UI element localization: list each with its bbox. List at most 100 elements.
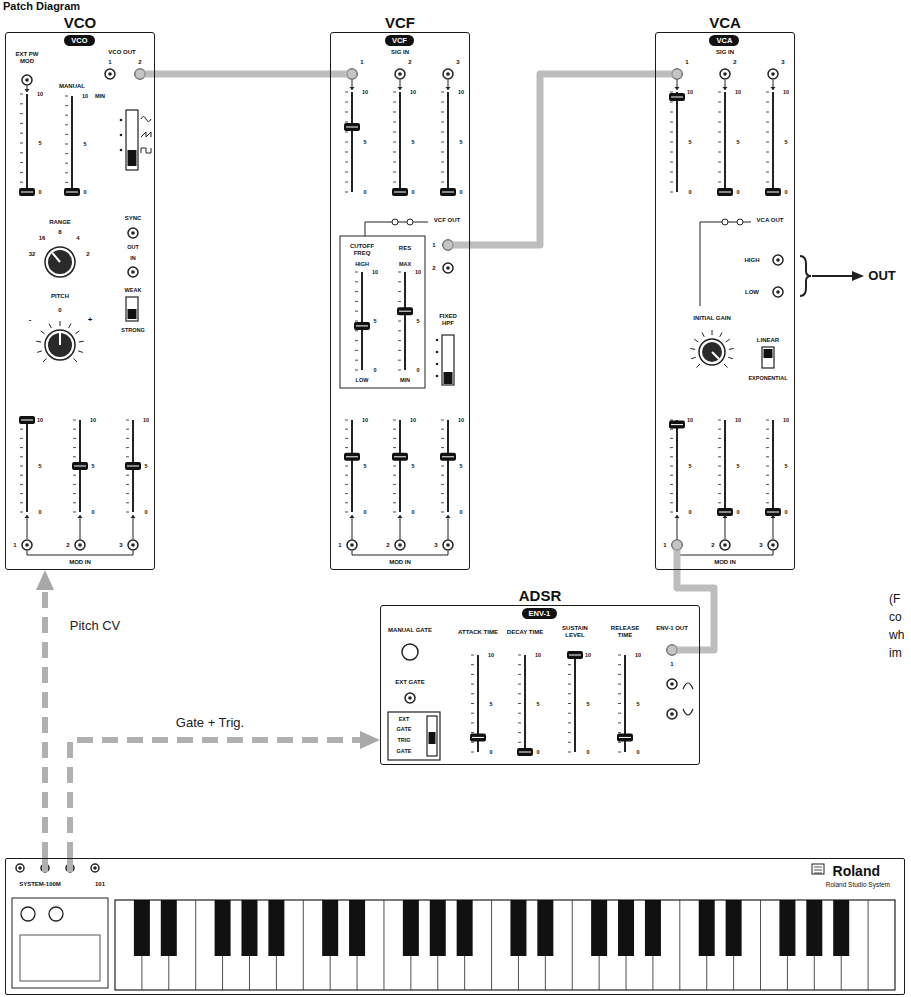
jack-socket: [720, 540, 730, 550]
slider-track: [404, 272, 406, 370]
slider-tick: [471, 684, 474, 685]
slider-tick: [345, 484, 348, 485]
slider-knob-mark: [394, 456, 406, 457]
jack-hole: [776, 290, 780, 294]
slider-track: [524, 655, 526, 752]
slider-tick: [355, 272, 358, 273]
brand-logo: Roland: [833, 863, 880, 879]
scale-number: 5: [784, 463, 787, 469]
slider-tick: [441, 484, 444, 485]
slider-tick: [355, 330, 358, 331]
scale-number: 5: [489, 700, 492, 706]
panel-label: 16: [39, 235, 46, 242]
slider-tick: [20, 94, 23, 95]
slider-tick: [345, 447, 348, 448]
slider-tick: [398, 340, 401, 341]
jack-hole: [670, 712, 674, 716]
slider-tick: [20, 113, 23, 114]
slider-tick: [618, 664, 621, 665]
slider-track: [676, 92, 678, 192]
signal-arrow-head: [771, 515, 776, 518]
jack-hole: [776, 258, 780, 262]
panel-label: 1: [13, 542, 16, 549]
slider-tick: [65, 124, 68, 125]
slider-tick: [345, 162, 348, 163]
slider-tick: [518, 713, 521, 714]
slider-knob: [354, 322, 370, 330]
jack-hole: [25, 543, 29, 547]
signal-arrow-head: [723, 515, 728, 518]
jack-socket: [22, 75, 32, 85]
panel-label: INITIAL GAIN: [693, 315, 731, 322]
module-badge: VCA: [709, 35, 739, 46]
jack-socket: [672, 69, 682, 79]
slider-tick: [718, 466, 721, 467]
scale-number: 0: [363, 509, 366, 515]
slider-knob: [397, 307, 413, 315]
jack-socket: [128, 228, 138, 238]
panel-label: LINEAR: [757, 337, 779, 344]
slider-tick: [73, 512, 76, 513]
jack-socket: [128, 540, 138, 550]
slider-tick: [518, 655, 521, 656]
panel-label: 0: [58, 307, 61, 314]
scale-number: 5: [736, 139, 739, 145]
slider-tick: [73, 447, 76, 448]
switch-dot: [436, 375, 439, 378]
slider-tick: [345, 132, 348, 133]
slider-tick: [355, 301, 358, 302]
slider-tick: [126, 493, 129, 494]
jack-hole: [25, 78, 29, 82]
logo-icon-line: [814, 870, 822, 871]
slider-tick: [20, 123, 23, 124]
slider-tick: [345, 429, 348, 430]
knob-tick: [78, 351, 83, 353]
scale-number: 10: [415, 269, 421, 275]
slider-knob-mark: [127, 466, 139, 467]
black-key: [726, 900, 742, 956]
jack-hole: [93, 866, 97, 870]
slider-tick: [568, 703, 571, 704]
panel-label: FIXED HPF: [433, 313, 463, 327]
slider-knob-mark: [442, 456, 454, 457]
slider-tick: [65, 172, 68, 173]
slider-tick: [126, 512, 129, 513]
black-key: [591, 900, 607, 956]
jack-hole: [446, 543, 450, 547]
slider-tick: [766, 420, 769, 421]
panel-label: 4: [76, 235, 79, 242]
jack-socket: [773, 287, 783, 297]
slider-tick: [20, 103, 23, 104]
patch-cable: [677, 570, 714, 650]
knob-tick: [690, 348, 695, 350]
scale-number: 5: [91, 463, 94, 469]
slider-tick: [398, 370, 401, 371]
jack-hole: [131, 231, 135, 235]
gate-mode-switch: [427, 716, 437, 756]
scale-number: 0: [373, 367, 376, 373]
black-key: [322, 900, 338, 956]
jack-hole: [408, 696, 412, 700]
slider-tick: [471, 693, 474, 694]
bracket-ring: [392, 219, 398, 225]
slider-tick: [766, 475, 769, 476]
scale-number: 5: [411, 139, 414, 145]
switch-dot: [436, 363, 439, 366]
cable-plug: [135, 69, 145, 79]
panel-label: 1: [670, 661, 673, 668]
slider-knob: [717, 188, 733, 196]
slider-tick: [618, 693, 621, 694]
slider-knob: [344, 453, 360, 461]
scale-number: 5: [363, 139, 366, 145]
slider-tick: [441, 475, 444, 476]
slider-tick: [670, 484, 673, 485]
slider-tick: [393, 512, 396, 513]
panel-label: 3: [781, 59, 784, 66]
gate-mode-switch-lever: [429, 732, 436, 744]
slider-tick: [766, 466, 769, 467]
slider-tick: [618, 684, 621, 685]
knob-tick: [69, 324, 71, 328]
slider-knob: [64, 188, 80, 196]
slider-knob-mark: [569, 655, 581, 656]
slider-tick: [670, 182, 673, 183]
